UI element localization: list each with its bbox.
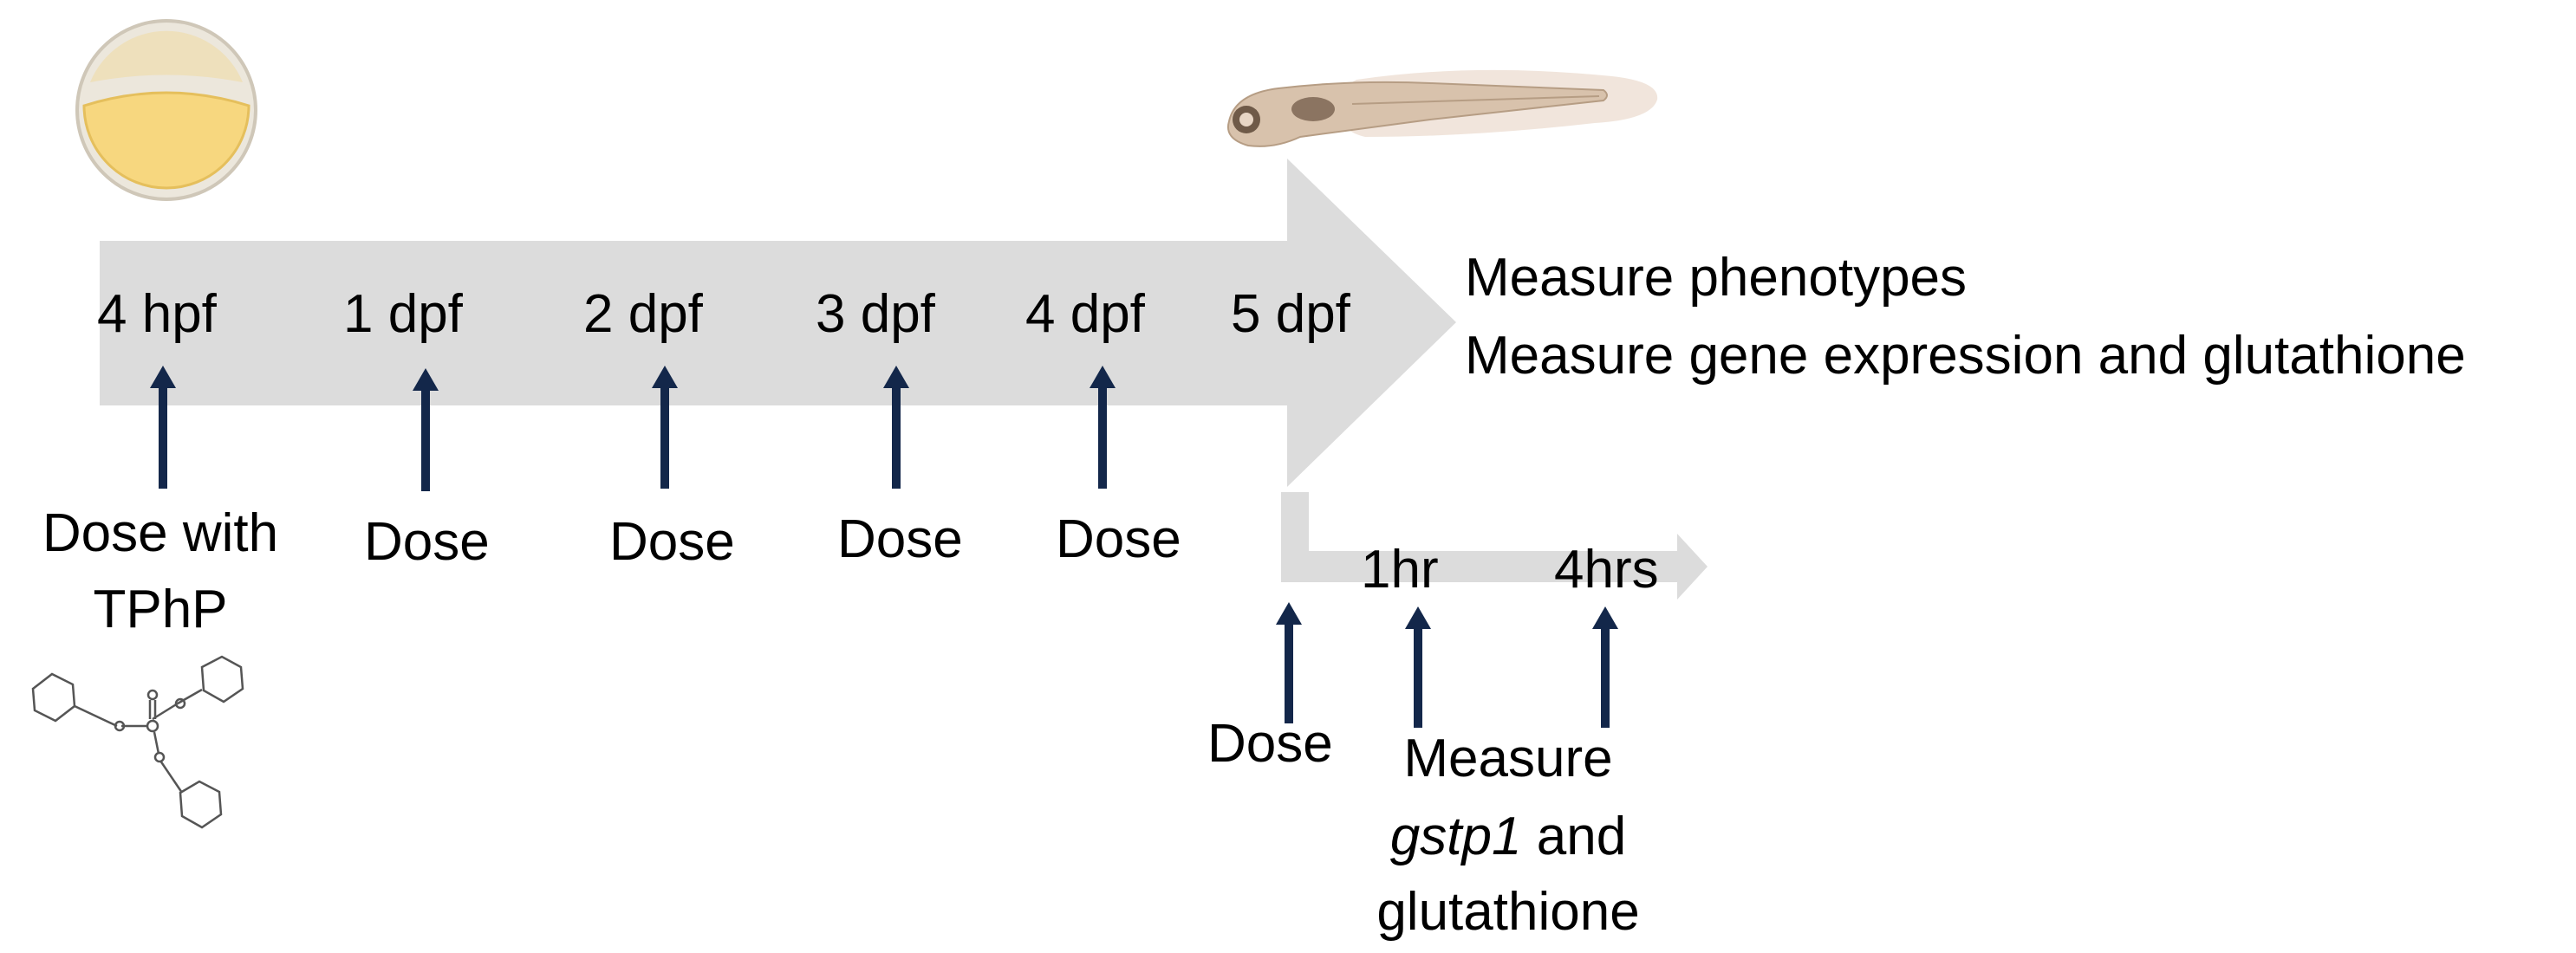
measure-label-line1: Measure [1403,729,1613,788]
timeline-label-4dpf: 4 dpf [1025,284,1145,344]
main-timeline-arrow [100,159,1456,487]
sub-timeline-label-4hrs: 4hrs [1554,540,1659,600]
measure-label-line3: glutathione [1376,882,1640,942]
dose-arrow-3dpf [883,366,909,489]
dose-arrow-4dpf [1090,366,1116,489]
dose-label-3dpf: Dose [837,509,963,569]
sub-timeline-arrow [1281,492,1708,600]
tphp-molecule-icon [31,655,244,829]
timeline-label-3dpf: 3 dpf [816,284,935,344]
timeline-label-5dpf: 5 dpf [1231,284,1350,344]
measure-label-line2: gstp1 and [1335,810,1682,864]
dose-label-first-line1: Dose with [42,503,279,563]
dose-arrow-4hpf [150,366,176,489]
timeline-label-1dpf: 1 dpf [343,284,463,344]
zebrafish-embryo-icon [75,19,257,201]
dose-label-first-line2: TPhP [93,580,228,639]
zebrafish-larva-icon [1227,69,1658,147]
sub-dose-label: Dose [1207,714,1333,774]
dose-label-4dpf: Dose [1056,509,1181,569]
measure-arrow-4hrs [1592,606,1618,728]
dose-arrow-1dpf [413,368,439,491]
sub-timeline-label-1hr: 1hr [1361,540,1439,600]
timeline-label-2dpf: 2 dpf [583,284,703,344]
dose-arrow-sub-0 [1276,602,1302,723]
measure-arrow-1hr [1405,606,1431,728]
dose-label-1dpf: Dose [364,512,490,572]
measure-and: and [1521,807,1627,866]
outcome-phenotypes: Measure phenotypes [1465,248,1968,308]
measure-gene-name: gstp1 [1389,807,1522,866]
timeline-label-4hpf: 4 hpf [97,284,217,344]
dose-label-2dpf: Dose [609,512,735,572]
dose-arrow-2dpf [652,366,678,489]
outcome-gene-expression: Measure gene expression and glutathione [1465,326,2466,386]
